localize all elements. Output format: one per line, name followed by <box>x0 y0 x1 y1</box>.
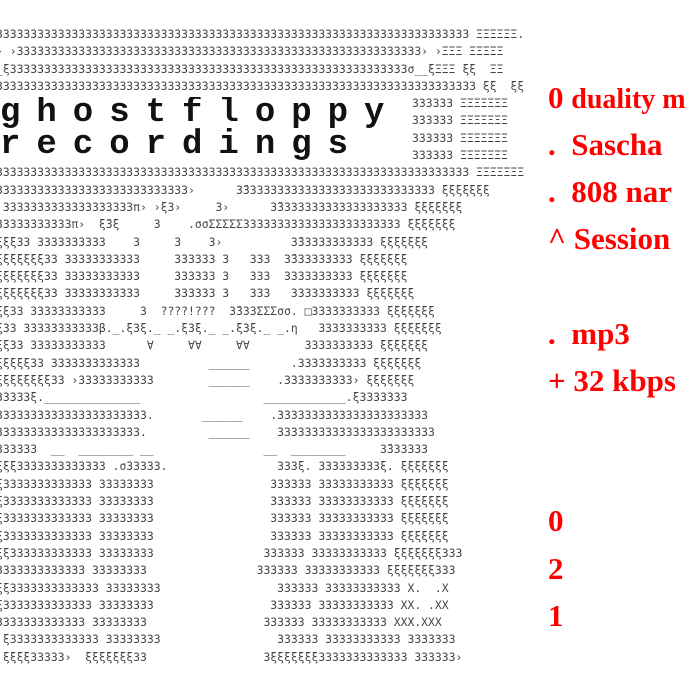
ascii-row: 3333333333333 33333333 333333 3333333333… <box>0 563 456 578</box>
ascii-row: ξξξξ33333› ξξξξξξξ33 3ξξξξξξξ33333333333… <box>0 649 463 664</box>
ascii-row: ξξξξξξξ33 33333333333 333333 3 333 3̄333… <box>0 251 408 266</box>
ascii-row: ξξξ3333333333333 .σ33333. 333ξ. 33333333… <box>0 459 449 474</box>
ghostfloppy-logo: ghostfloppy recordings <box>0 97 405 161</box>
info-line: 0 duality m <box>548 80 686 115</box>
info-line: . Sascha <box>548 127 663 162</box>
ascii-row: 3333333333333 33333333 333333 3333333333… <box>0 615 442 630</box>
ascii-row: ξ33 33333333333β._.ξ3ξ._ _.ξ3ξ._ _.ξ3ξ._… <box>0 321 442 336</box>
info-line: 2 <box>548 551 564 586</box>
ascii-row: 333333 ΞΞΞΞΞΞΞ <box>412 113 509 128</box>
ascii-row: 333333 ΞΞΞΞΞΞΞ <box>412 130 509 145</box>
ascii-row: ξ3333333333333 33333333 333333 333333333… <box>0 597 449 612</box>
ascii-row: ξ3333333333333 33333333 333333 333333333… <box>0 511 449 526</box>
info-line: . 808 nar <box>548 174 672 209</box>
ascii-row: ξ3333333333333 33333333 333333 333333333… <box>0 476 449 491</box>
ascii-row: 3333333333333333333333333333333333333333… <box>0 27 525 41</box>
ascii-row: 333333 ΞΞΞΞΞΞΞ <box>412 148 509 163</box>
ascii-row: ξξ33 33333333333 3 ????!??? 3̄333ΣΣΣσσ. … <box>0 303 435 318</box>
ascii-row: ξξ3333333333333 33333333 333333 33333333… <box>0 580 449 595</box>
ascii-row: 333333 __ ________ __ __ ________ 3̄3333… <box>0 442 429 457</box>
ascii-row: 3333333333333333333333333333333333333333… <box>0 78 525 93</box>
ascii-row: 333333 ΞΞΞΞΞΞΞ <box>412 96 509 111</box>
logo-line-2: recordings <box>0 126 365 161</box>
ascii-row: ξξξ33 3333333333 3 3 3› 3̄33333333333 ξξ… <box>0 234 429 249</box>
info-line: 1 <box>548 598 564 633</box>
ascii-row: _ξ33333333333333333333333333333333333333… <box>0 61 504 76</box>
ascii-row: ξξξξξξξ33 33333333333 333333 3 333 33333… <box>0 286 415 301</box>
ascii-row: ξξ33 33333333333 ∀ ∀∀ ∀∀ 3333333333 ξξξξ… <box>0 338 429 353</box>
info-line: 0 <box>548 503 564 538</box>
info-line: ^ Session <box>548 221 671 256</box>
ascii-row: ξξξξξ33 3333333333333 ______ .3333333333… <box>0 355 422 370</box>
ascii-row: 333333333333333333333. ______ 3333333333… <box>0 424 435 439</box>
ascii-row: › ›3333333333333333333333333333333333333… <box>0 44 504 59</box>
info-line: . mp3 <box>548 316 630 351</box>
ascii-row: 33333ξ.______________ ____________.ξ3333… <box>0 390 408 405</box>
ascii-row: ξ3333333333333 33333333 333333 333333333… <box>0 494 449 509</box>
ascii-row: 3333333333333333333333333333› 3̄33333333… <box>0 182 490 197</box>
ascii-row: 3333333333333333333333. ______ .33333333… <box>0 407 429 422</box>
info-line: + 32 kbps <box>548 363 676 398</box>
ascii-row: ξξ333333333333 33333333 333333 333333333… <box>0 545 463 560</box>
ascii-row: 33333333333π› ξ̄3ξ 3 .σσΣΣΣΣΣ33333333333… <box>0 217 456 232</box>
ascii-row: 3333333333333333333333333333333333333333… <box>0 165 525 180</box>
ascii-row: ξξξξξξξξ33 ›33333333333 ______ .33333333… <box>0 372 415 387</box>
logo-line-1: ghostfloppy <box>0 97 401 132</box>
ascii-row: ξ3333333333333 33333333 333333 333333333… <box>0 528 449 543</box>
ascii-row: 3333333333333333333π› ›ξ3› 3› 3̄33333333… <box>0 199 463 214</box>
ascii-art: 3333333333333333333333333333333333333333… <box>0 26 524 666</box>
ascii-row: ξ3333333333333 33333333 333333 333333333… <box>0 632 456 647</box>
ascii-row: ξξξξξξξ33 33333333333 333333 3 333 33333… <box>0 269 408 284</box>
